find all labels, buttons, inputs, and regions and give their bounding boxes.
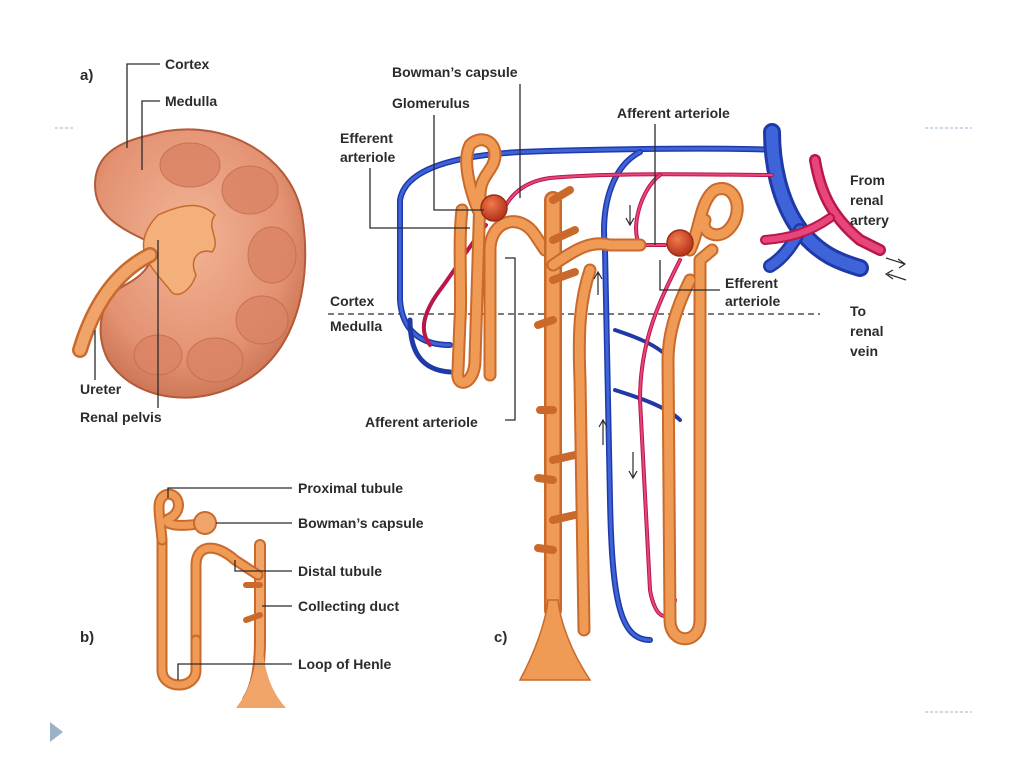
to-renal-vein-label-line3: vein [850,343,878,359]
efferent-arteriole-right-label-line2: arteriole [725,293,780,309]
to-renal-vein-label-line2: renal [850,323,883,339]
medulla-c-label: Medulla [330,318,382,334]
panel-b-label: b) [80,629,94,646]
from-renal-artery-label-line2: renal [850,192,883,208]
kidney-cross-section [72,128,307,399]
ureter-label: Ureter [80,381,122,397]
ureter-tube [74,249,156,356]
afferent-arteriole-bottom-label: Afferent arteriole [365,414,478,430]
glomerulus-label: Glomerulus [392,95,470,111]
efferent-arteriole-right-label-line1: Efferent [725,275,778,291]
kidney-cortex-label: Cortex [165,56,210,72]
flow-arrows [593,205,907,480]
cortical-nephron [451,133,552,389]
bowmans-capsule-c-label: Bowman’s capsule [392,64,518,80]
bowmans-capsule-b [193,511,217,535]
loop-of-henle-label: Loop of Henle [298,656,392,672]
renal-artery-network [421,154,886,618]
cortex-c-label: Cortex [330,293,375,309]
collecting-duct-label: Collecting duct [298,598,399,614]
renal-pelvis-label: Renal pelvis [80,409,162,425]
proximal-tubule-label: Proximal tubule [298,480,403,496]
efferent-arteriole-left-label-line1: Efferent [340,130,393,146]
panel-a-label: a) [80,67,93,84]
distal-tubule-label: Distal tubule [298,563,382,579]
afferent-arteriole-top-label: Afferent arteriole [617,105,730,121]
from-renal-artery-label-line3: artery [850,212,889,228]
nephron-simple [153,488,286,708]
triangle-right-icon[interactable] [50,722,63,742]
kidney-medulla-label: Medulla [165,93,217,109]
efferent-arteriole-left-label-line2: arteriole [340,149,395,165]
glomerulus-left [480,194,508,222]
juxtamedullary-nephron [572,182,744,646]
loop-of-henle-b [158,536,200,689]
renal-pyramids [133,142,297,383]
panel-c-label: c) [494,629,507,646]
to-renal-vein-label-line1: To [850,303,866,319]
collecting-duct-c [518,186,647,681]
glomerulus-right [666,229,694,257]
bowmans-capsule-b-label: Bowman’s capsule [298,515,424,531]
from-renal-artery-label-line1: From [850,172,885,188]
proximal-tubule-b [155,490,202,544]
